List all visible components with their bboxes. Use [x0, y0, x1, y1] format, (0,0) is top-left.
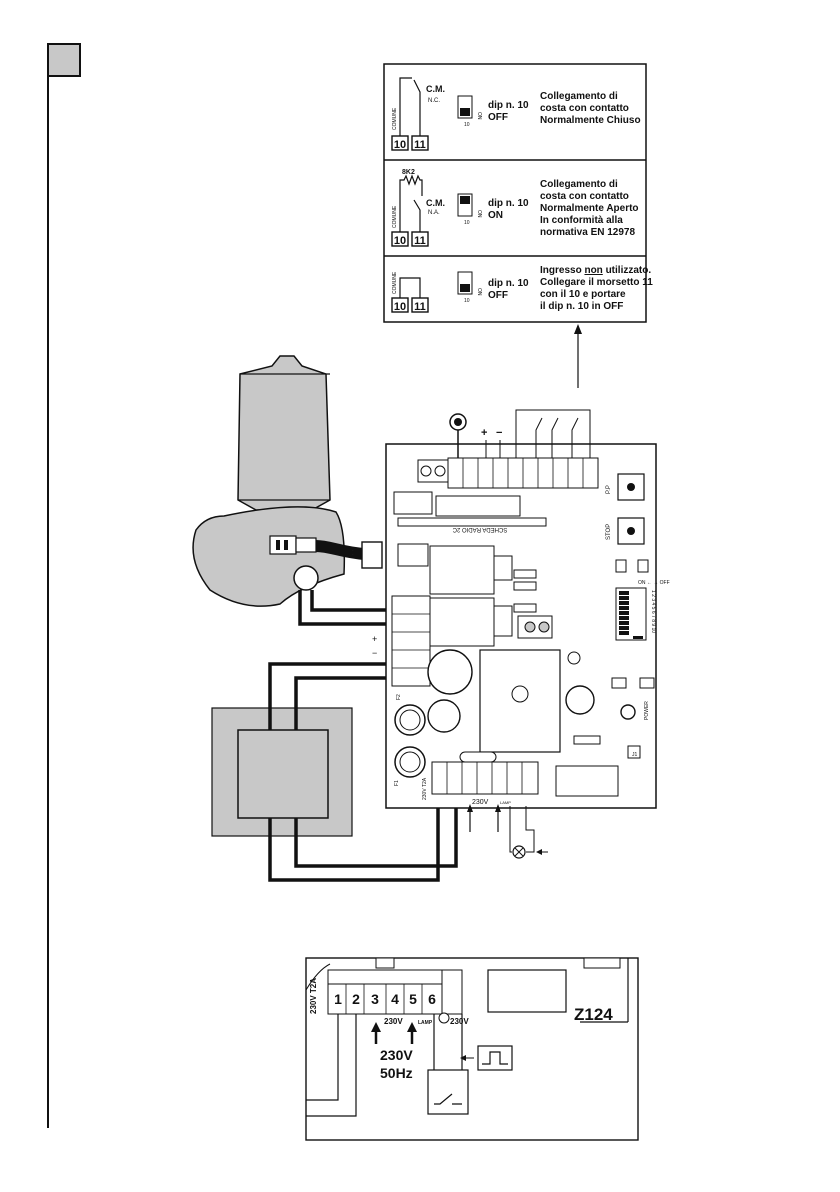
- dip-label: dip n. 10: [488, 100, 529, 111]
- terminal-label: 6: [428, 991, 436, 1007]
- svg-text:COMUNE: COMUNE: [392, 271, 398, 294]
- svg-text:STOP: STOP: [606, 524, 612, 540]
- svg-text:costa con contatto: costa con contatto: [540, 103, 629, 114]
- svg-text:LAMP: LAMP: [500, 800, 511, 805]
- svg-text:N.A.: N.A.: [428, 210, 440, 216]
- svg-text:ON: ON: [476, 112, 482, 120]
- table-row: 10 11 COMUNE 8K2 C.M. N.A. ON 10 dip n. …: [391, 169, 639, 247]
- svg-text:10: 10: [464, 220, 470, 226]
- supply-frequency: 50Hz: [380, 1065, 413, 1081]
- terminal-label: 4: [391, 991, 399, 1007]
- svg-text:C.M.: C.M.: [426, 198, 445, 208]
- svg-text:230V T2A: 230V T2A: [422, 777, 428, 800]
- terminal-label: 5: [409, 991, 417, 1007]
- terminal-10-label: 10: [394, 139, 406, 151]
- svg-text:230V: 230V: [472, 799, 489, 806]
- svg-text:10: 10: [394, 301, 406, 313]
- capacitor-icon: [293, 565, 319, 591]
- connection-table: 10 11 COMUNE C.M. N.C. ON 10 dip n. 10 O…: [383, 63, 653, 323]
- terminal-11-label: 11: [414, 139, 426, 151]
- chapter-marker: [47, 43, 81, 77]
- svg-text:OFF: OFF: [488, 290, 508, 301]
- svg-text:Collegare il morsetto 11: Collegare il morsetto 11: [540, 277, 653, 288]
- svg-text:J1: J1: [632, 752, 638, 758]
- motor: [192, 355, 383, 607]
- svg-text:ON: ON: [476, 210, 482, 218]
- terminal-label: 2: [352, 991, 360, 1007]
- svg-text:11: 11: [414, 235, 426, 247]
- switch-icon: [427, 1069, 469, 1115]
- dip-state: OFF: [488, 112, 508, 123]
- svg-text:Collegamento di: Collegamento di: [540, 91, 618, 102]
- control-board: + − SCHEDA RADIO 2C P.P STOP + −: [372, 409, 670, 809]
- svg-text:ON: ON: [476, 288, 482, 296]
- fuse-rating: 230V T2A: [309, 978, 318, 1014]
- svg-text:COMUNE: COMUNE: [392, 205, 398, 228]
- svg-text:normativa EN 12978: normativa EN 12978: [540, 227, 635, 238]
- transformer: [211, 707, 353, 837]
- svg-text:costa con contatto: costa con contatto: [540, 191, 629, 202]
- svg-text:10: 10: [464, 298, 470, 304]
- svg-text:10: 10: [394, 235, 406, 247]
- terminal-label: 1: [334, 991, 342, 1007]
- radio-card-label: SCHEDA RADIO 2C: [452, 526, 507, 532]
- svg-text:+: +: [372, 634, 377, 644]
- svg-text:Ingresso non utilizzato.: Ingresso non utilizzato.: [540, 265, 651, 276]
- svg-text:−: −: [496, 427, 502, 439]
- svg-text:il dip n. 10 in OFF: il dip n. 10 in OFF: [540, 301, 623, 312]
- svg-text:P.P: P.P: [606, 485, 612, 494]
- lamp-icon: [512, 845, 526, 859]
- svg-text:dip n. 10: dip n. 10: [488, 278, 529, 289]
- svg-text:con il 10 e portare: con il 10 e portare: [540, 289, 626, 300]
- svg-text:Collegamento di: Collegamento di: [540, 179, 618, 190]
- comune-label: COMUNE: [392, 107, 398, 130]
- svg-text:11: 11: [414, 301, 426, 313]
- resistor-label: 8K2: [402, 169, 415, 176]
- svg-text:Normalmente Aperto: Normalmente Aperto: [540, 203, 639, 214]
- svg-text:F2: F2: [396, 694, 402, 700]
- supply-voltage: 230V: [380, 1047, 413, 1063]
- svg-text:F1: F1: [394, 780, 400, 786]
- table-row: 10 11 COMUNE C.M. N.C. ON 10 dip n. 10 O…: [391, 77, 641, 151]
- svg-text:230V: 230V: [384, 1017, 403, 1026]
- svg-text:ON: ON: [488, 210, 503, 221]
- svg-text:POWER: POWER: [644, 701, 650, 720]
- svg-text:+: +: [481, 427, 487, 439]
- svg-text:−: −: [372, 648, 377, 658]
- svg-text:dip n. 10: dip n. 10: [488, 198, 529, 209]
- terminal-label: 3: [371, 991, 379, 1007]
- svg-text:LAMP: LAMP: [418, 1020, 433, 1026]
- svg-text:Normalmente Chiuso: Normalmente Chiuso: [540, 115, 641, 126]
- model-label: Z124: [574, 1005, 613, 1024]
- cm-label: C.M.: [426, 84, 445, 94]
- terminal-detail: 1 2 3 4 5 6 7 230V T2A 230V LAMP 230V Z1…: [305, 957, 639, 1141]
- svg-text:230V: 230V: [450, 1017, 469, 1026]
- svg-text:ON ← → OFF: ON ← → OFF: [638, 580, 670, 586]
- table-row: 10 11 COMUNE ON 10 dip n. 10 OFF Ingress…: [391, 265, 653, 313]
- pulse-icon: [477, 1045, 513, 1071]
- svg-text:1 2 3 4 5 6 7 8 9 10: 1 2 3 4 5 6 7 8 9 10: [650, 590, 656, 633]
- svg-text:10: 10: [464, 122, 470, 128]
- contact-label: N.C.: [428, 98, 440, 104]
- svg-text:In conformità alla: In conformità alla: [540, 215, 623, 226]
